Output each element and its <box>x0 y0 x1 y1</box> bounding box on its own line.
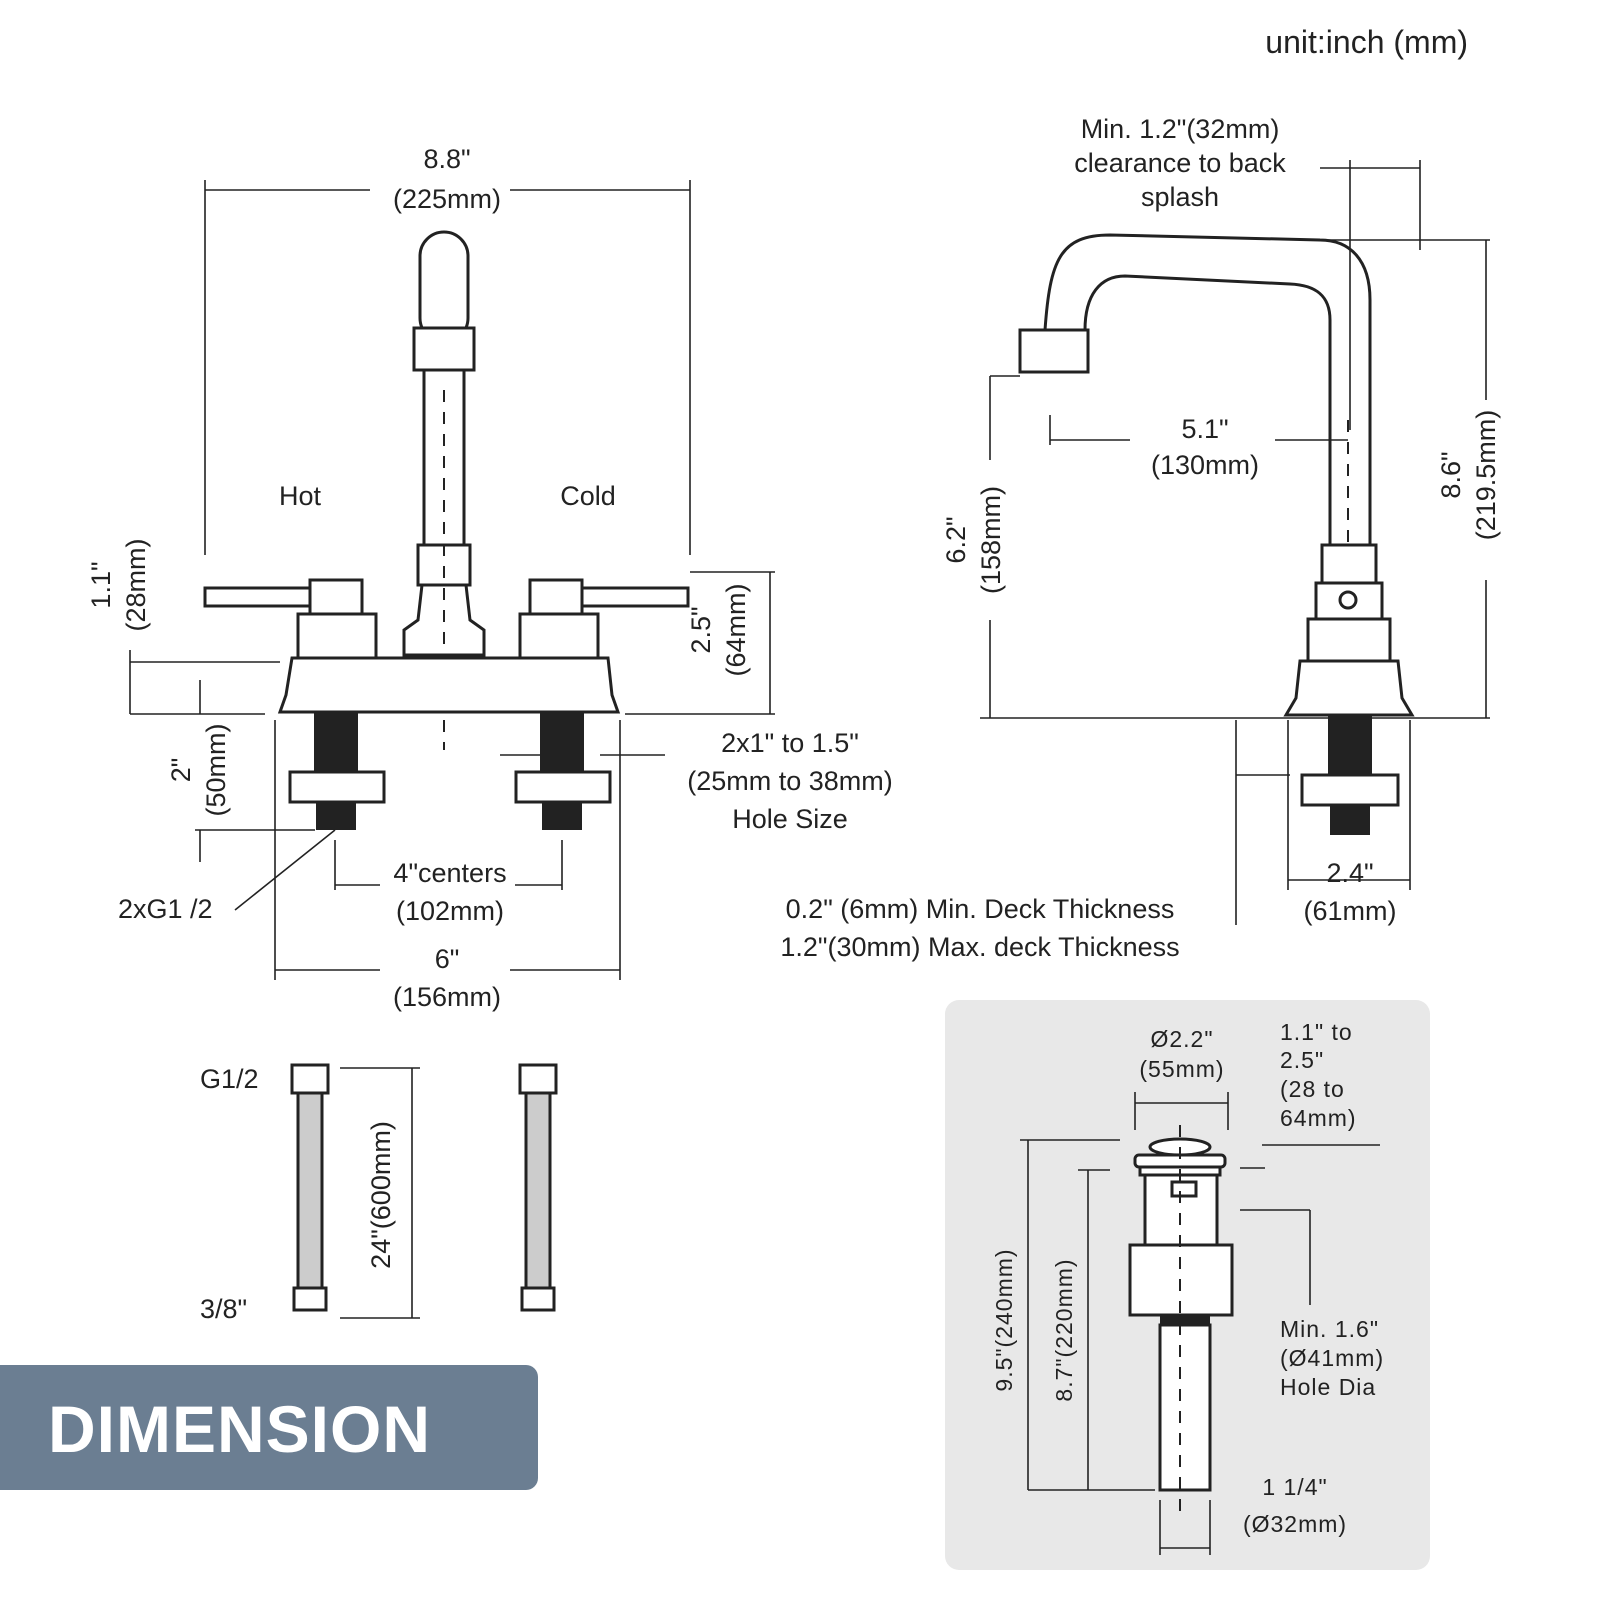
hot-label: Hot <box>279 481 322 511</box>
handle-height-in: 1.1" <box>86 561 116 608</box>
thread-label: 2xG1 /2 <box>118 894 213 924</box>
hose-bottom-thread: 3/8" <box>200 1294 247 1324</box>
front-view-faucet <box>203 230 690 830</box>
drain-cap-dia-in: Ø2.2" <box>1150 1026 1213 1052</box>
spout-clearance-in: 6.2" <box>941 516 971 563</box>
spout-clearance-mm: (158mm) <box>976 486 1006 594</box>
drain-dimension-lines <box>1020 1092 1380 1555</box>
drain-cap-dia-mm: (55mm) <box>1139 1056 1224 1082</box>
front-dimension-lines <box>129 180 775 980</box>
centers-mm: (102mm) <box>396 896 504 926</box>
spout-height-mm: (64mm) <box>721 584 751 677</box>
spout-height-in: 2.5" <box>686 606 716 653</box>
base-dia-mm: (61mm) <box>1304 896 1397 926</box>
base-width-in: 6" <box>435 944 460 974</box>
side-dimension-lines <box>980 160 1490 925</box>
clearance-line1: Min. 1.2"(32mm) <box>1081 114 1280 144</box>
drain-body-height: 8.7"(220mm) <box>1051 1258 1077 1401</box>
deck-min: 0.2" (6mm) Min. Deck Thickness <box>786 894 1175 924</box>
drain-hole-line2: (Ø41mm) <box>1280 1345 1384 1371</box>
drain-tail-in: 1 1/4" <box>1262 1474 1327 1500</box>
total-height-in: 8.6" <box>1436 451 1466 498</box>
overall-width-in: 8.8" <box>423 144 470 174</box>
deck-max: 1.2"(30mm) Max. deck Thickness <box>780 932 1179 962</box>
drain-deck-line4: 64mm) <box>1280 1105 1357 1131</box>
hose-length: 24"(600mm) <box>366 1121 396 1269</box>
shank-length-mm: (50mm) <box>201 724 231 817</box>
cold-label: Cold <box>560 481 616 511</box>
hole-size-line3: Hole Size <box>732 804 848 834</box>
overall-width-mm: (225mm) <box>393 184 501 214</box>
shank-length-in: 2" <box>166 758 196 783</box>
drain-total-height: 9.5"(240mm) <box>991 1248 1017 1391</box>
hose-top-thread: G1/2 <box>200 1064 259 1094</box>
pop-up-drain <box>1128 1125 1234 1520</box>
unit-label: unit:inch (mm) <box>1265 24 1468 60</box>
clearance-line3: splash <box>1141 182 1219 212</box>
total-height-mm: (219.5mm) <box>1471 410 1501 541</box>
supply-hoses <box>290 1063 558 1319</box>
drain-deck-line3: (28 to <box>1280 1076 1345 1102</box>
clearance-line2: clearance to back <box>1074 148 1286 178</box>
drain-deck-line1: 1.1" to <box>1280 1019 1353 1045</box>
drain-tail-mm: (Ø32mm) <box>1243 1511 1347 1537</box>
drain-hole-line3: Hole Dia <box>1280 1374 1376 1400</box>
base-dia-in: 2.4" <box>1326 858 1373 888</box>
hole-size-line1: 2x1" to 1.5" <box>721 728 859 758</box>
centers-in: 4"centers <box>393 858 506 888</box>
hole-size-line2: (25mm to 38mm) <box>687 766 893 796</box>
reach-in: 5.1" <box>1181 414 1228 444</box>
handle-height-mm: (28mm) <box>121 539 151 632</box>
drain-hole-line1: Min. 1.6" <box>1280 1316 1379 1342</box>
drain-deck-line2: 2.5" <box>1280 1047 1324 1073</box>
reach-mm: (130mm) <box>1151 450 1259 480</box>
badge-title: DIMENSION <box>48 1392 432 1466</box>
base-width-mm: (156mm) <box>393 982 501 1012</box>
side-view-faucet <box>1018 233 1415 835</box>
dimension-badge: DIMENSION <box>0 1365 538 1490</box>
